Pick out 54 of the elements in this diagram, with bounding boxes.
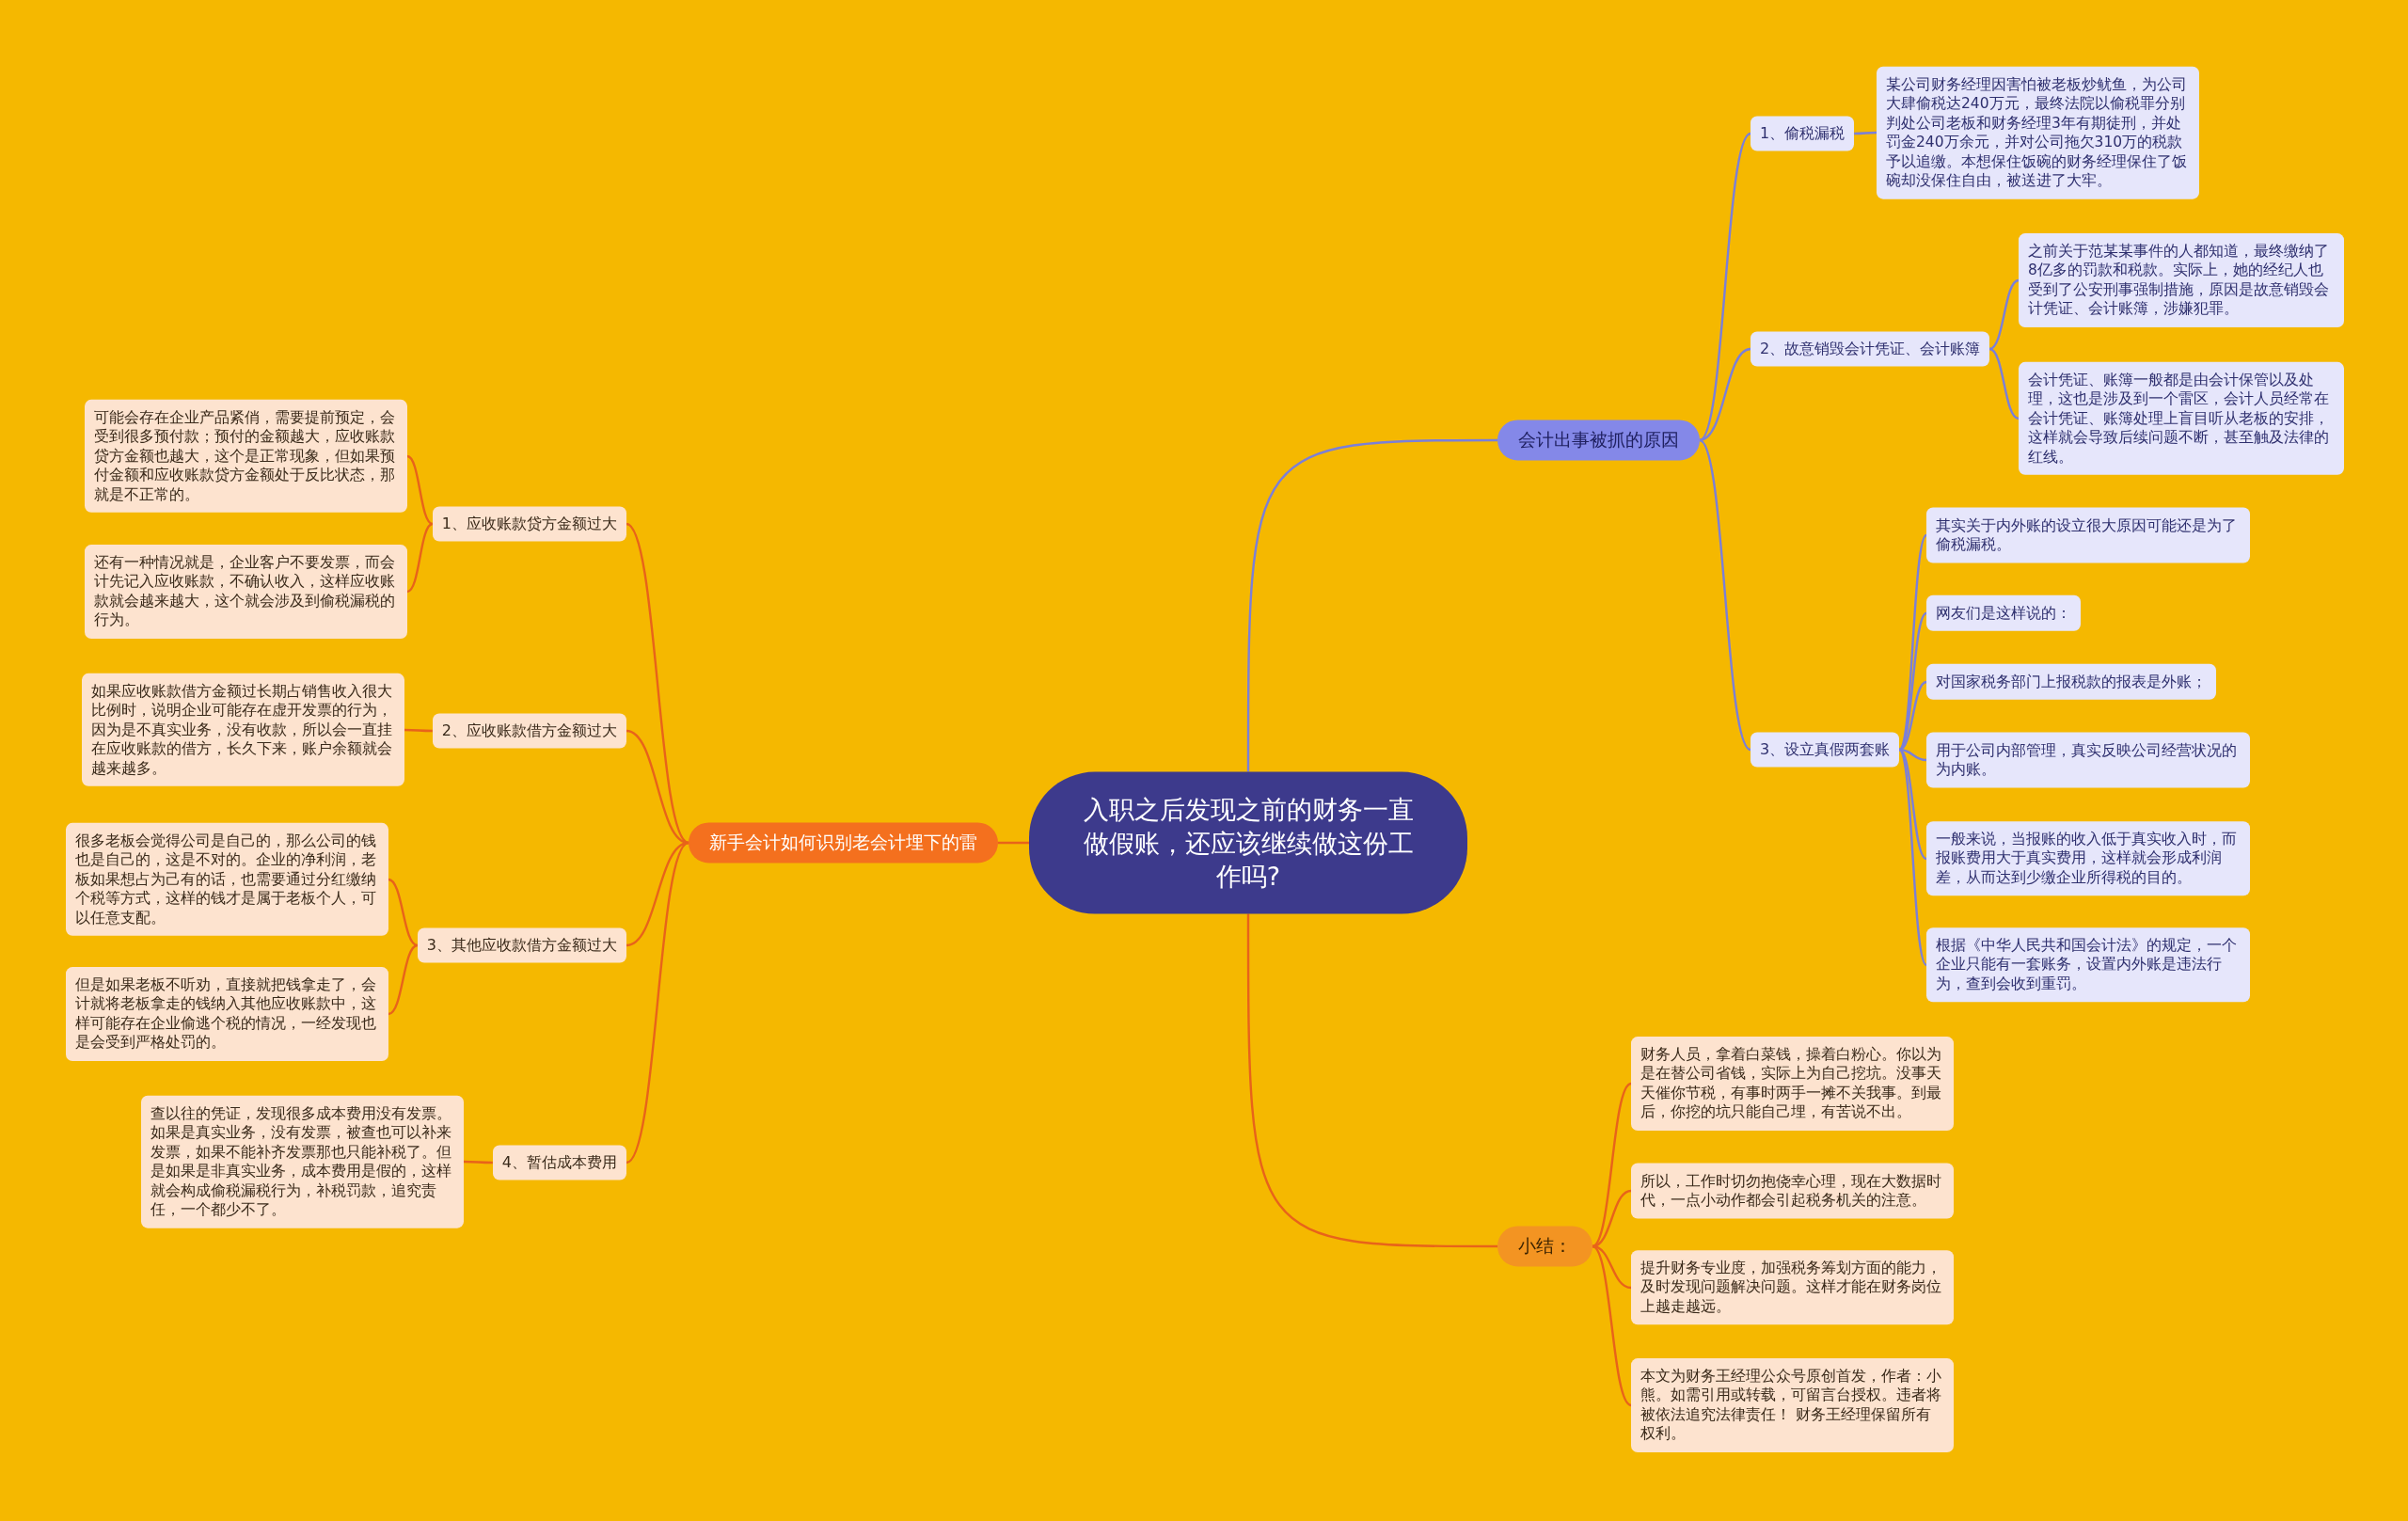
connector-line bbox=[1699, 347, 1751, 442]
subtopic-label: 1、偷税漏税 bbox=[1751, 116, 1855, 151]
connector-line bbox=[406, 522, 434, 594]
connector-line bbox=[1899, 748, 1927, 762]
subtopic-label: 3、其他应收款借方金额过大 bbox=[417, 927, 626, 963]
connector-line bbox=[406, 454, 434, 526]
connector-line bbox=[1699, 439, 1751, 751]
note-card: 还有一种情况就是，企业客户不要发票，而会计先记入应收账款，不确认收入，这样应收账款就会越来越大，这个就会涉及到偷税漏税的行为。 bbox=[85, 545, 407, 639]
connector-line bbox=[626, 842, 689, 1164]
subtopic-label: 3、设立真假两套账 bbox=[1751, 732, 1900, 768]
connector-line bbox=[404, 728, 433, 733]
branch-topic: 新手会计如何识别老会计埋下的雷 bbox=[689, 822, 998, 863]
connector-line bbox=[1592, 1189, 1632, 1248]
connector-line bbox=[1246, 438, 1497, 772]
note-card: 查以往的凭证，发现很多成本费用没有发票。如果是真实业务，没有发票，被查也可以补来发票，如果不能补齐发票那也只能补税了。但是如果是非真实业务，成本费用是假的，这样就会构成偷税漏税行为，补税罚款，追究责任，一个都少不了。 bbox=[141, 1095, 464, 1228]
connector-line bbox=[1246, 913, 1497, 1248]
connector-line bbox=[464, 1160, 493, 1165]
connector-line bbox=[388, 878, 419, 947]
subtopic-label: 4、暂估成本费用 bbox=[492, 1145, 626, 1180]
connector-line bbox=[998, 841, 1029, 845]
connector-line bbox=[626, 523, 689, 844]
note-card: 财务人员，拿着白菜钱，操着白粉心。你以为是在替公司省钱，实际上为自己挖坑。没事天天催你节税，有事时两手一摊不关我事。到最后，你挖的坑只能自己埋，有苦说不出。 bbox=[1631, 1037, 1954, 1131]
note-card: 网友们是这样说的： bbox=[1926, 594, 2081, 632]
connector-line bbox=[626, 841, 689, 947]
note-card: 之前关于范某某事件的人都知道，最终缴纳了8亿多的罚款和税款。实际上，她的经纪人也受到了公安刑事强制措施，原因是故意销毁会计凭证、会计账簿，涉嫌犯罪。 bbox=[2019, 233, 2344, 327]
note-card: 根据《中华人民共和国会计法》的规定，一个企业只能有一套账务，设置内外账是违法行为，查到会收到重罚。 bbox=[1926, 927, 2250, 1003]
note-card: 如果应收账款借方金额过长期占销售收入很大比例时，说明企业可能存在虚开发票的行为，因为是不真实业务，没有收款，所以会一直挂在应收账款的借方，长久下来，账户余额就会越来越多。 bbox=[82, 673, 404, 787]
connector-line bbox=[1988, 278, 2020, 351]
subtopic-label: 2、应收账款借方金额过大 bbox=[432, 713, 626, 749]
note-card: 一般来说，当报账的收入低于真实收入时，而报账费用大于真实费用，这样就会形成利润差，从而达到少缴企业所得税的目的。 bbox=[1926, 821, 2250, 896]
subtopic-label: 2、故意销毁会计凭证、会计账簿 bbox=[1751, 331, 1990, 367]
note-card: 可能会存在企业产品紧俏，需要提前预定，会受到很多预付款；预付的金额越大，应收账款贷方金额也越大，这个是正常现象，但如果预付金额和应收账款贷方金额处于反比状态，那就是不正常的。 bbox=[85, 399, 407, 514]
branch-topic: 会计出事被抓的原因 bbox=[1497, 420, 1700, 461]
note-card: 其实关于内外账的设立很大原因可能还是为了偷税漏税。 bbox=[1926, 507, 2250, 563]
connector-line bbox=[1699, 133, 1751, 441]
subtopic-label: 1、应收账款贷方金额过大 bbox=[432, 506, 626, 542]
note-card: 提升财务专业度，加强税务筹划方面的能力，及时发现问题解决问题。这样才能在财务岗位上越走越远。 bbox=[1631, 1250, 1954, 1325]
connector-line bbox=[1988, 347, 2020, 420]
branch-topic: 小结： bbox=[1497, 1226, 1592, 1267]
note-card: 很多老板会觉得公司是自己的，那么公司的钱也是自己的，这是不对的。企业的净利润，老板如果想占为己有的话，也需要通过分红缴纳个税等方式，这样的钱才是属于老板个人，可以任意支配。 bbox=[66, 822, 388, 937]
note-card: 对国家税务部门上报税款的报表是外账； bbox=[1926, 663, 2216, 701]
note-card: 但是如果老板不听劝，直接就把钱拿走了，会计就将老板拿走的钱纳入其他应收账款中，这样可能存在企业偷逃个税的情况，一经发现也是会受到严格处罚的。 bbox=[66, 967, 388, 1061]
connector-line bbox=[1898, 749, 1927, 966]
connector-line bbox=[1592, 1083, 1632, 1247]
central-topic: 入职之后发现之前的财务一直做假账，还应该继续做这份工作吗? bbox=[1029, 771, 1467, 914]
connector-line bbox=[1592, 1245, 1632, 1406]
note-card: 所以，工作时切勿抱侥幸心理，现在大数据时代，一点小动作都会引起税务机关的注意。 bbox=[1631, 1163, 1954, 1219]
note-card: 某公司财务经理因害怕被老板炒鱿鱼，为公司大肆偷税达240万元，最终法院以偷税罪分别判处公司老板和财务经理3年有期徒刑，并处罚金240万余元，并对公司拖欠310万的税款予以追缴。本想保住饭碗的财务经理保住了饭碗却没保住自由，被送进了大牢。 bbox=[1877, 66, 2199, 199]
connector-line bbox=[1854, 131, 1877, 135]
connector-line bbox=[388, 943, 419, 1016]
note-card: 本文为财务王经理公众号原创首发，作者：小熊。如需引用或转载，可留言台授权。违者将被依法追究法律责任！ 财务王经理保留所有权利。 bbox=[1631, 1358, 1954, 1452]
note-card: 会计凭证、账簿一般都是由会计保管以及处理，这也是涉及到一个雷区，会计人员经常在会计凭证、账簿处理上盲目听从老板的安排，这样就会导致后续问题不断，甚至触及法律的红线。 bbox=[2019, 361, 2344, 476]
note-card: 用于公司内部管理，真实反映公司经营状况的为内账。 bbox=[1926, 732, 2250, 788]
connector-line bbox=[1592, 1244, 1632, 1290]
